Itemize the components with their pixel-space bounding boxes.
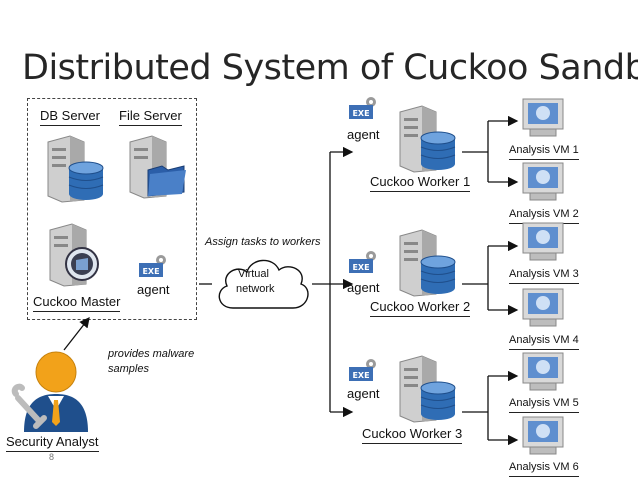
worker-3-label: Cuckoo Worker 3 xyxy=(362,426,463,444)
page-number: 8 xyxy=(49,452,55,462)
worker-1-label: Cuckoo Worker 1 xyxy=(370,174,471,192)
db-server-label: DB Server xyxy=(40,108,100,126)
worker-1-exe-icon: EXE xyxy=(349,97,376,119)
network-label-line1: Virtual xyxy=(238,268,269,280)
exe-text: EXE xyxy=(352,109,369,118)
worker-3-server-icon xyxy=(399,355,456,423)
cloud-icon xyxy=(218,259,309,309)
exe-text: EXE xyxy=(352,263,369,272)
analysis-vm-6-monitor-icon xyxy=(522,416,564,455)
security-analyst-label: Security Analyst xyxy=(6,434,99,452)
analysis-vm-3-monitor-icon xyxy=(522,222,564,261)
network-label-line2: network xyxy=(236,283,275,295)
security-analyst-icon xyxy=(11,351,88,432)
provides-label-line2: samples xyxy=(108,363,149,375)
worker-2-label: Cuckoo Worker 2 xyxy=(370,299,471,317)
analysis-vm-3-label: Analysis VM 3 xyxy=(509,266,579,284)
db-server-icon xyxy=(47,135,104,203)
analysis-vm-6-label: Analysis VM 6 xyxy=(509,459,579,477)
analysis-vm-4-label: Analysis VM 4 xyxy=(509,332,579,350)
assign-tasks-label: Assign tasks to workers xyxy=(205,236,321,248)
analysis-vm-5-monitor-icon xyxy=(522,352,564,391)
worker-1-server-icon xyxy=(399,105,456,173)
exe-text: EXE xyxy=(142,267,159,276)
master-group-box xyxy=(27,98,197,320)
master-agent-label: agent xyxy=(137,282,170,297)
cuckoo-master-label: Cuckoo Master xyxy=(33,294,121,312)
worker-1-agent-label: agent xyxy=(347,127,380,142)
analysis-vm-5-label: Analysis VM 5 xyxy=(509,395,579,413)
file-server-label: File Server xyxy=(119,108,182,126)
worker-2-server-icon xyxy=(399,229,456,297)
exe-text: EXE xyxy=(352,371,369,380)
analysis-vm-1-monitor-icon xyxy=(522,98,564,137)
worker-2-exe-icon: EXE xyxy=(349,251,376,273)
worker-3-agent-label: agent xyxy=(347,386,380,401)
analysis-vm-4-monitor-icon xyxy=(522,288,564,327)
worker-2-agent-label: agent xyxy=(347,280,380,295)
worker-3-exe-icon: EXE xyxy=(349,359,376,381)
analysis-vm-1-label: Analysis VM 1 xyxy=(509,142,579,160)
provides-label-line1: provides malware xyxy=(108,348,195,360)
analyst-to-master-arrow xyxy=(63,316,90,351)
cuckoo-master-server-icon xyxy=(49,223,99,287)
page-title: Distributed System of Cuckoo Sandbox xyxy=(22,48,638,88)
master-agent-exe-icon: EXE xyxy=(139,255,166,277)
file-server-icon xyxy=(129,135,186,199)
analysis-vm-2-monitor-icon xyxy=(522,162,564,201)
